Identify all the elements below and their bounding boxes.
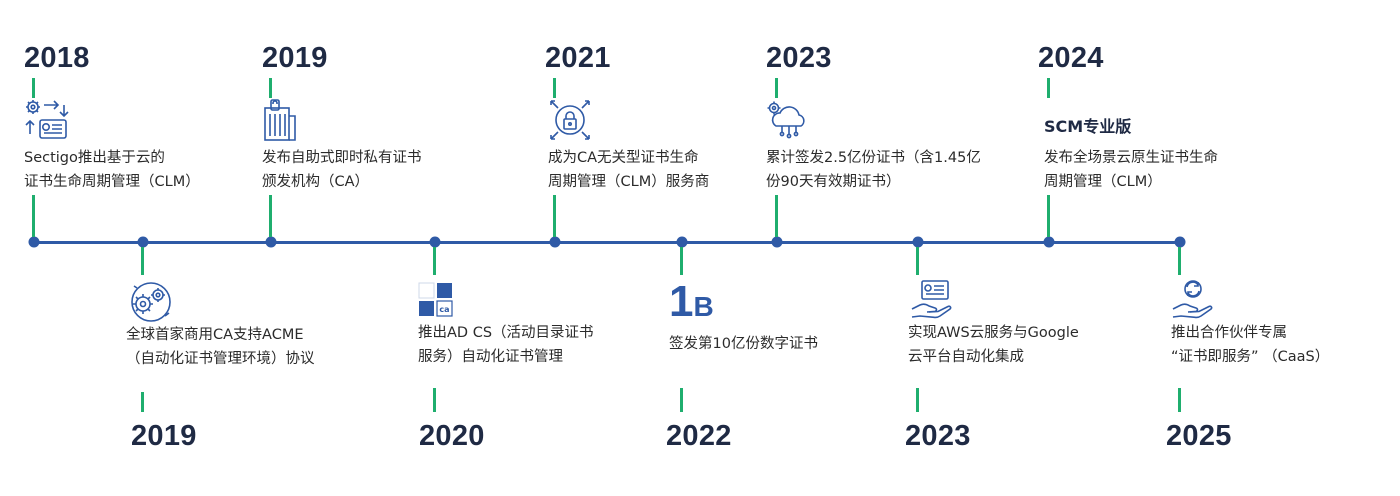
gear-swap-icon [24, 98, 70, 146]
cloud-gear-icon [766, 100, 812, 140]
timeline-dot [676, 236, 688, 248]
building-icon [262, 98, 298, 142]
connector-tick [775, 78, 778, 98]
lock-network-icon [548, 98, 592, 142]
hand-refresh-icon [1171, 279, 1215, 319]
event-description: 实现AWS云服务与Google 云平台自动化集成 [908, 325, 1079, 365]
hand-certificate-icon [910, 279, 954, 319]
timeline-dot [912, 236, 924, 248]
connector-tick [1178, 388, 1181, 412]
year-label: 2019 [262, 42, 328, 74]
year-label: 2025 [1166, 420, 1232, 452]
connector-tick [1047, 78, 1050, 98]
connector-tick [433, 247, 436, 275]
connector-tick [141, 247, 144, 275]
year-label: 2021 [545, 42, 611, 74]
year-label: 2022 [666, 420, 732, 452]
connector-tick [1178, 247, 1181, 275]
year-label: 2019 [131, 420, 197, 452]
gears-icon [125, 280, 177, 324]
timeline-dot [28, 236, 40, 248]
year-label: 2023 [905, 420, 971, 452]
year-label: 2023 [766, 42, 832, 74]
connector-tick [1047, 195, 1050, 237]
product-heading: SCM专业版 [1044, 117, 1132, 136]
event-description: 发布全场景云原生证书生命 周期管理（CLM） [1044, 150, 1218, 190]
event-description: 累计签发2.5亿份证书（含1.45亿 份90天有效期证书） [766, 150, 981, 190]
timeline-dot [1043, 236, 1055, 248]
connector-tick [680, 388, 683, 412]
timeline-dot [771, 236, 783, 248]
timeline-axis [33, 241, 1180, 244]
connector-tick [32, 78, 35, 98]
connector-tick [141, 392, 144, 412]
timeline-dot [1174, 236, 1186, 248]
timeline-dot [429, 236, 441, 248]
ca-grid-icon: ca [418, 282, 454, 318]
event-description: 发布自助式即时私有证书 颁发机构（CA） [262, 150, 422, 190]
timeline-dot [549, 236, 561, 248]
timeline-dot [265, 236, 277, 248]
event-description: 成为CA无关型证书生命 周期管理（CLM）服务商 [548, 150, 710, 190]
year-label: 2024 [1038, 42, 1104, 74]
connector-tick [269, 78, 272, 98]
svg-text:ca: ca [439, 305, 449, 314]
timeline-dot [137, 236, 149, 248]
year-label: 2020 [419, 420, 485, 452]
connector-tick [775, 195, 778, 237]
connector-tick [269, 195, 272, 237]
connector-tick [916, 247, 919, 275]
connector-tick [32, 195, 35, 237]
connector-tick [553, 195, 556, 237]
connector-tick [433, 388, 436, 412]
event-description: 推出合作伙伴专属 “证书即服务” （CaaS） [1171, 325, 1330, 365]
event-description: Sectigo推出基于云的 证书生命周期管理（CLM） [24, 150, 200, 190]
year-label: 2018 [24, 42, 90, 74]
connector-tick [916, 388, 919, 412]
connector-tick [553, 78, 556, 98]
one-billion-badge: 1B [669, 277, 714, 326]
event-description: 签发第10亿份数字证书 [669, 336, 818, 352]
event-description: 推出AD CS（活动目录证书 服务）自动化证书管理 [418, 325, 594, 365]
connector-tick [680, 247, 683, 275]
event-description: 全球首家商用CA支持ACME （自动化证书管理环境）协议 [126, 327, 315, 367]
